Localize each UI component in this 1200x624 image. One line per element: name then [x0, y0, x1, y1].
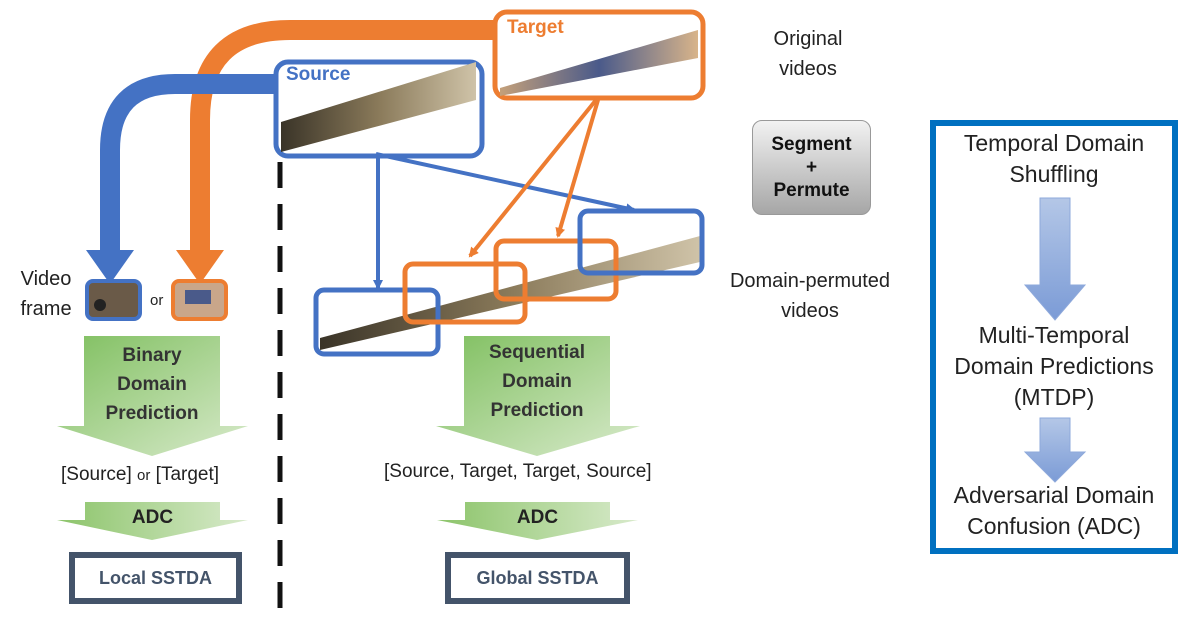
- target-flow-arrow: [190, 20, 500, 252]
- source-frame-thumbnail: [85, 279, 142, 321]
- global-sstda-module: Global SSTDA: [445, 552, 630, 604]
- sequential-prediction-arrow: [436, 336, 640, 456]
- target-label: Target: [507, 17, 564, 38]
- local-sstda-module: Local SSTDA: [69, 552, 242, 604]
- global-output-label: [Source, Target, Target, Source]: [384, 461, 652, 482]
- domain-permuted-videos-label: Domain-permuted videos: [729, 270, 891, 322]
- sequential-domain-prediction-label: Sequential Domain Prediction: [488, 342, 586, 421]
- temporal-domain-shuffling-label: Temporal Domain Shuffling: [963, 130, 1145, 187]
- binary-prediction-arrow: [57, 336, 248, 456]
- original-videos-label: Original videos: [773, 28, 843, 80]
- permuted-segment-target-1: [402, 261, 528, 325]
- or-label: or: [150, 292, 164, 309]
- local-adc-arrow: [57, 502, 248, 540]
- methods-panel: [930, 120, 1178, 554]
- source-flow-arrowhead: [86, 250, 134, 284]
- permuted-segment-target-2: [493, 238, 619, 302]
- source-to-seg4-arrow: [375, 152, 636, 214]
- source-label: Source: [286, 64, 351, 85]
- global-adc-arrow: [437, 502, 638, 540]
- panel-arrow-1: [1023, 197, 1087, 321]
- video-frame-label: Video frame: [20, 268, 72, 320]
- domain-permuted-video: [313, 208, 705, 357]
- target-to-seg3-arrow: [555, 99, 600, 238]
- target-to-seg2-arrow: [468, 98, 598, 258]
- source-flow-arrow: [100, 74, 278, 252]
- permuted-segment-source-2: [577, 208, 705, 276]
- binary-domain-prediction-label: Binary Domain Prediction: [105, 345, 199, 424]
- segment-permute-box: Segment + Permute: [752, 120, 871, 215]
- global-adc-label: ADC: [516, 507, 559, 528]
- target-video-clip: [492, 9, 706, 101]
- target-frame-thumbnail: [171, 279, 228, 321]
- panel-arrow-2: [1023, 417, 1087, 483]
- mtdp-label: Multi-Temporal Domain Predictions (MTDP): [954, 322, 1154, 410]
- local-output-label: [Source] or [Target]: [61, 464, 220, 485]
- target-flow-arrowhead: [176, 250, 224, 284]
- local-adc-label: ADC: [131, 507, 174, 528]
- adc-panel-label: Adversarial Domain Confusion (ADC): [953, 482, 1155, 539]
